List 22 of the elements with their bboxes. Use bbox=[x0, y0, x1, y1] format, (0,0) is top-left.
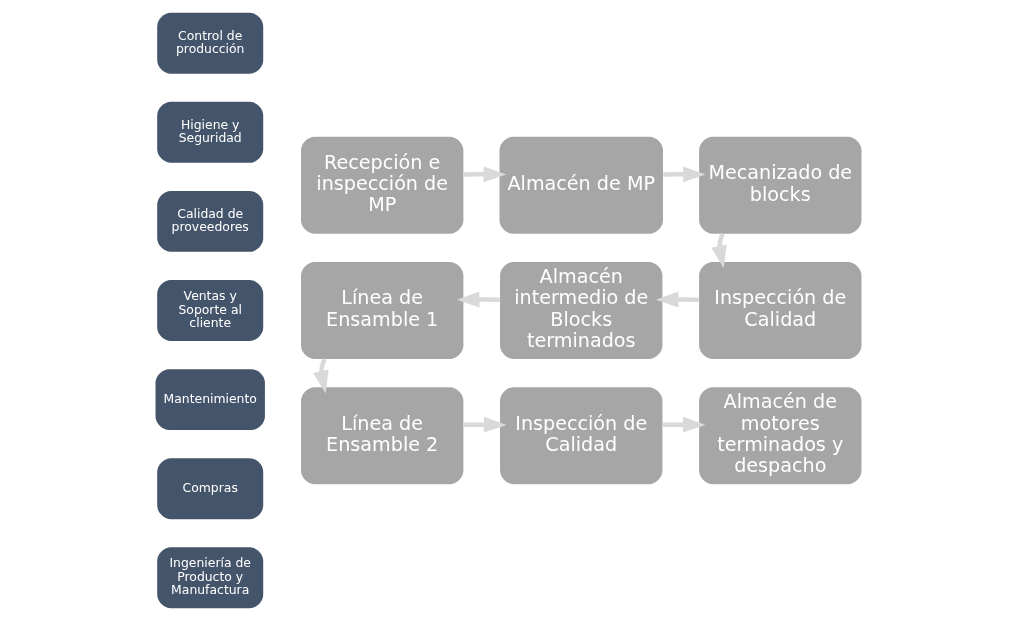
node-box: Línea de Ensamble 1 bbox=[300, 262, 463, 359]
node-box: Mantenimiento bbox=[155, 369, 265, 431]
node-box: Compras bbox=[156, 458, 263, 520]
node-box: Inspección de Calidad bbox=[499, 387, 662, 485]
node-box: Higiene y Seguridad bbox=[156, 101, 263, 163]
arrow bbox=[463, 416, 507, 433]
node-box: Ventas y Soporte al cliente bbox=[156, 280, 263, 341]
arrow bbox=[463, 166, 506, 183]
node-box: Almacén de motores terminados y despacho bbox=[698, 387, 861, 485]
node-box: Control de producción bbox=[156, 12, 263, 74]
arrow bbox=[662, 416, 706, 433]
node-box: Línea de Ensamble 2 bbox=[300, 387, 463, 485]
node-box: Mecanizado de blocks bbox=[698, 136, 861, 234]
node-box: Calidad de proveedores bbox=[156, 190, 263, 252]
node-box: Recepción e inspección de MP bbox=[300, 136, 463, 234]
arrow bbox=[655, 291, 699, 308]
node-box: Ingeniería de Producto y Manufactura bbox=[156, 547, 263, 609]
arrow bbox=[662, 166, 706, 183]
node-box: Inspección de Calidad bbox=[698, 262, 861, 359]
node-box: Almacén intermedio de Blocks terminados bbox=[499, 262, 662, 359]
arrow bbox=[456, 291, 500, 308]
node-box: Almacén de MP bbox=[499, 136, 663, 234]
